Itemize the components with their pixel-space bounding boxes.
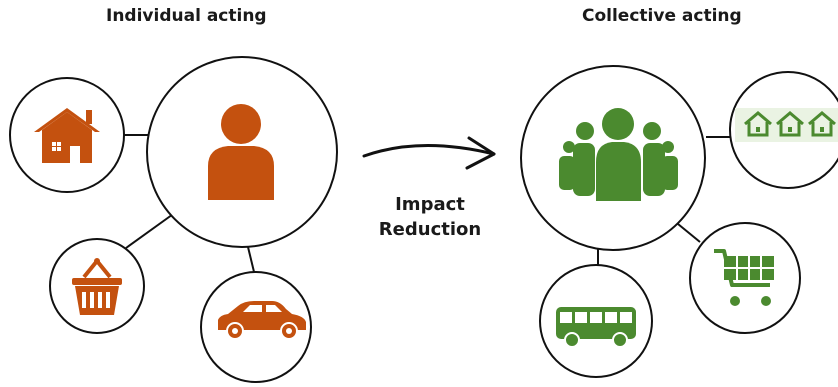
shopping-cart-icon <box>714 249 774 306</box>
car-icon <box>218 301 306 340</box>
cart-node <box>689 222 801 334</box>
bus-node <box>539 264 653 378</box>
arrow-right-icon <box>362 136 496 170</box>
row-of-houses-icon <box>744 111 836 137</box>
impact-reduction-label: Impact Reduction <box>372 192 488 242</box>
collective-title: Collective acting <box>582 6 742 26</box>
individual-title: Individual acting <box>106 6 267 26</box>
impact-label-line1: Impact <box>395 194 465 215</box>
car-node <box>200 271 312 383</box>
houses-node <box>729 71 838 189</box>
house-icon <box>34 108 100 163</box>
impact-label-line2: Reduction <box>378 219 482 240</box>
basket-node <box>49 238 145 334</box>
bus-icon <box>556 307 636 348</box>
group-of-people-icon <box>559 108 678 201</box>
individual-person-node <box>146 56 338 248</box>
shopping-basket-icon <box>72 258 122 315</box>
house-node <box>9 77 125 193</box>
collective-group-node <box>520 65 706 251</box>
person-icon <box>208 104 274 200</box>
